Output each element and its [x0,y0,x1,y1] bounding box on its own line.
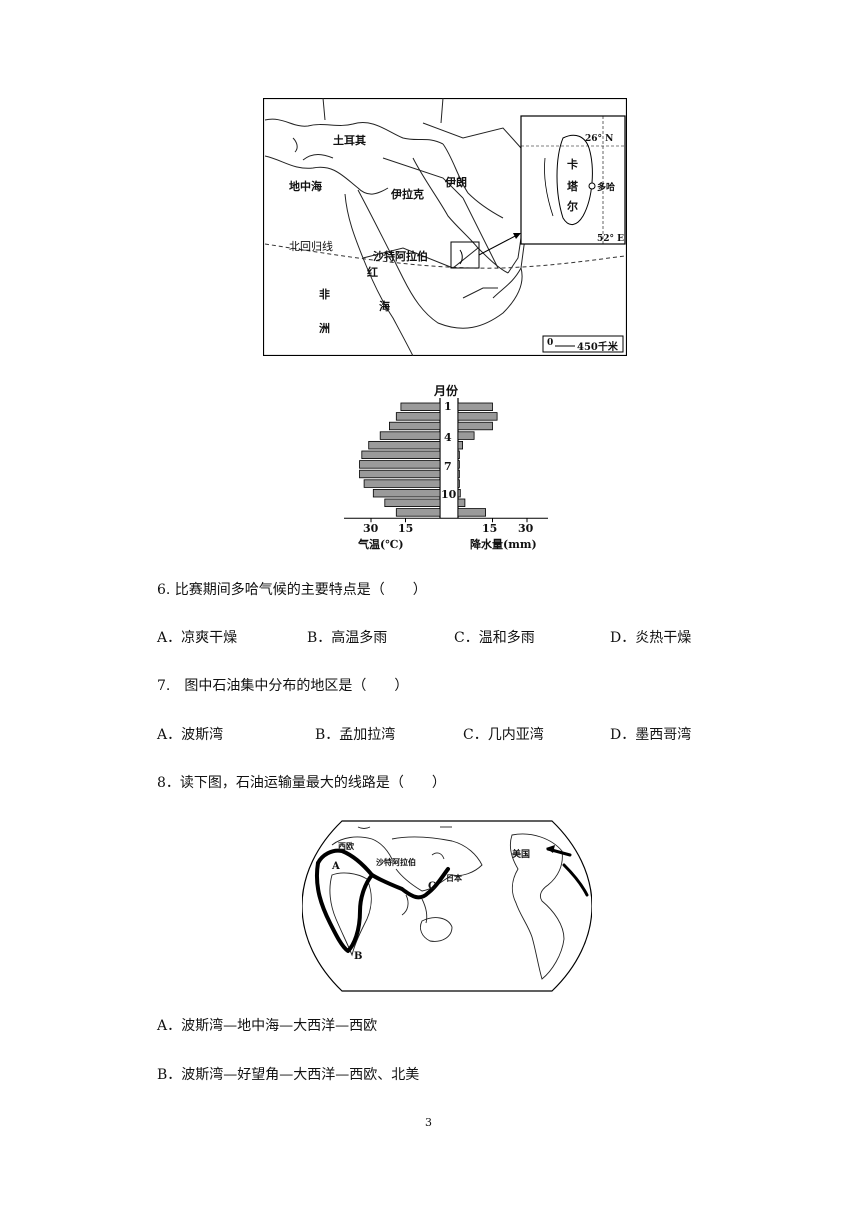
temp-bar-10 [372,489,441,498]
temp-bar-2 [395,412,441,421]
label-inset-lat: 26° N [585,134,614,144]
label-japan: 日本 [446,873,462,883]
precip-bar-12 [457,508,487,517]
label-red: 红 [367,266,378,279]
temp-bar-5 [368,441,441,450]
label-doha: 多哈 [597,183,616,193]
temp-bar-6 [361,450,441,459]
question-6-stem: 6. 比赛期间多哈气候的主要特点是（ ） [157,582,427,598]
temp-bar-8 [359,469,441,479]
precip-bar-2 [457,412,498,421]
label-route-b: B [354,951,363,962]
q7-option-b[interactable]: B．孟加拉湾 [315,727,396,743]
precip-bar-10 [457,489,461,498]
label-inset-lon: 52° E [597,234,625,244]
question-7-stem: 7. 图中石油集中分布的地区是（ ） [157,678,409,694]
q6-option-a[interactable]: A．凉爽干燥 [157,630,238,646]
label-mediterranean: 地中海 [289,180,322,193]
precip-bar-8 [457,469,460,479]
precip-bar-4 [457,431,475,440]
q6-option-c[interactable]: C．温和多雨 [454,630,535,646]
temp-bar-11 [384,498,441,507]
label-iran: 伊朗 [445,176,467,189]
q8-option-b[interactable]: B．波斯湾—好望角—大西洋—西欧、北美 [157,1067,420,1083]
temp-bar-12 [395,508,441,517]
label-west-europe: 西欧 [338,841,354,851]
climate-chart: 月份 1 4 7 10 30 15 15 30 气温(℃) 降水量(mm) [336,380,556,555]
temp-tick-30: 30 [363,522,379,535]
label-tropic: 北回归线 [289,240,333,253]
middle-east-map: 土耳其 地中海 伊拉克 伊朗 北回归线 沙特阿拉伯 红 海 非 洲 26° N … [263,98,627,356]
scale-value: 450千米 [577,342,618,353]
label-route-c: C [428,881,436,892]
precip-bar-1 [457,402,493,411]
temp-bar-4 [379,431,441,440]
precip-bar-11 [457,498,466,507]
precip-axis-label: 降水量(mm) [470,538,537,551]
q7-option-a[interactable]: A．波斯湾 [157,727,224,743]
q7-option-d[interactable]: D．墨西哥湾 [610,727,692,743]
temp-bar-3 [389,421,441,431]
question-8-stem: 8．读下图，石油运输量最大的线路是（ ） [157,775,446,791]
month-label-10: 10 [441,488,457,501]
precip-bar-5 [457,441,463,450]
precip-bar-9 [457,479,460,488]
world-oil-route-map: 西欧 沙特阿拉伯 日本 美国 A B C [302,815,592,997]
q7-option-c[interactable]: C．几内亚湾 [463,727,544,743]
q6-option-b[interactable]: B．高温多雨 [307,630,388,646]
precip-bar-6 [457,450,460,459]
chart-title: 月份 [434,384,459,398]
q6-option-d[interactable]: D．炎热干燥 [610,630,692,646]
label-sea: 海 [379,300,390,313]
temp-tick-15: 15 [398,522,414,535]
label-qatar-2: 塔 [567,180,578,193]
label-qatar-3: 尔 [567,200,578,213]
precip-tick-15: 15 [482,522,498,535]
label-saudi-route: 沙特阿拉伯 [376,857,416,867]
temp-axis-label: 气温(℃) [358,538,404,551]
temp-bar-1 [400,402,441,411]
month-label-1: 1 [444,400,452,413]
temp-bar-7 [359,460,441,469]
label-iraq: 伊拉克 [391,188,424,201]
label-saudi: 沙特阿拉伯 [373,250,428,263]
label-route-a: A [332,861,340,872]
label-africa-2: 洲 [319,322,330,335]
label-turkey: 土耳其 [333,134,366,147]
label-usa: 美国 [512,850,531,860]
label-qatar-1: 卡 [567,158,578,171]
precip-tick-30: 30 [518,522,534,535]
temp-bar-9 [363,479,441,488]
month-label-4: 4 [444,431,452,444]
label-africa-1: 非 [319,288,330,301]
month-label-7: 7 [444,460,452,473]
precip-bar-3 [457,421,493,431]
q8-option-a[interactable]: A．波斯湾—地中海—大西洋—西欧 [157,1018,378,1034]
precip-bar-7 [457,460,460,469]
page-number: 3 [425,1116,432,1129]
scale-zero: 0 [547,338,554,348]
